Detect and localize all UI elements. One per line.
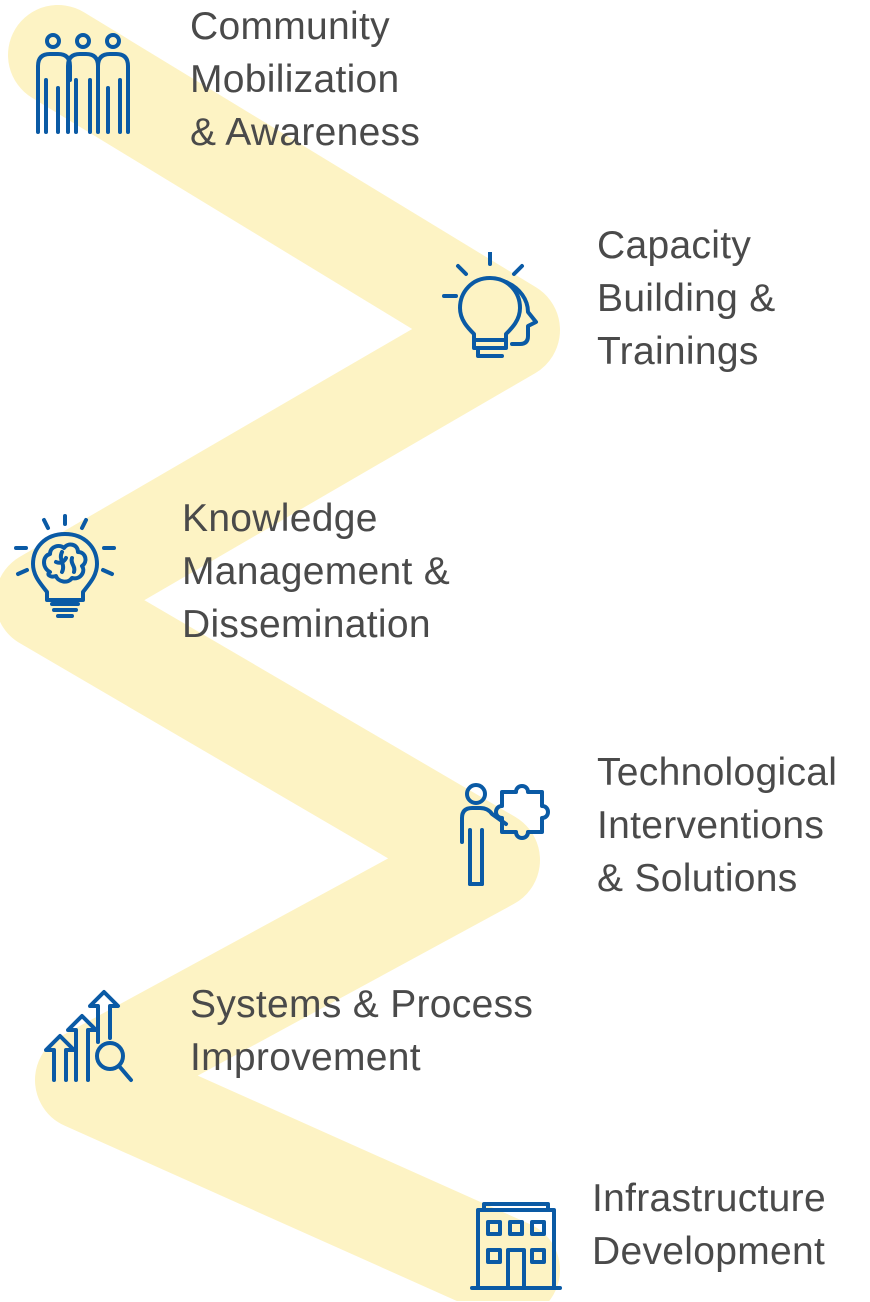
step-label-line: Community — [190, 5, 390, 48]
step-label-line: Technological — [597, 751, 838, 794]
step-label-line: Infrastructure — [592, 1177, 826, 1220]
step-label-line: & Awareness — [190, 111, 421, 154]
people-group-icon — [28, 28, 138, 138]
step-label-line: Building & — [597, 277, 776, 320]
person-puzzle-icon — [452, 780, 562, 890]
step-label-capacity: Capacity Building & Trainings — [597, 219, 776, 378]
head-lightbulb-icon — [440, 252, 550, 362]
step-label-line: Mobilization — [190, 58, 400, 101]
brain-lightbulb-icon — [10, 512, 120, 622]
step-label-line: Improvement — [190, 1036, 421, 1079]
step-label-line: Systems & Process — [190, 983, 534, 1026]
step-label-line: Dissemination — [182, 603, 431, 646]
step-label-line: Management & — [182, 550, 451, 593]
step-label-line: Trainings — [597, 330, 759, 373]
zigzag-path-line — [0, 5, 560, 1301]
step-label-line: Knowledge — [182, 497, 378, 540]
building-icon — [460, 1192, 570, 1302]
step-label-infrastructure: Infrastructure Development — [592, 1172, 826, 1278]
step-label-community: Community Mobilization & Awareness — [190, 0, 420, 159]
step-label-line: Capacity — [597, 224, 752, 267]
step-label-systems: Systems & Process Improvement — [190, 978, 533, 1084]
step-label-line: & Solutions — [597, 857, 798, 900]
step-label-technological: Technological Interventions & Solutions — [597, 746, 837, 905]
step-label-line: Interventions — [597, 804, 825, 847]
step-label-knowledge: Knowledge Management & Dissemination — [182, 492, 450, 651]
step-label-line: Development — [592, 1230, 826, 1273]
growth-arrows-magnifier-icon — [42, 980, 152, 1090]
